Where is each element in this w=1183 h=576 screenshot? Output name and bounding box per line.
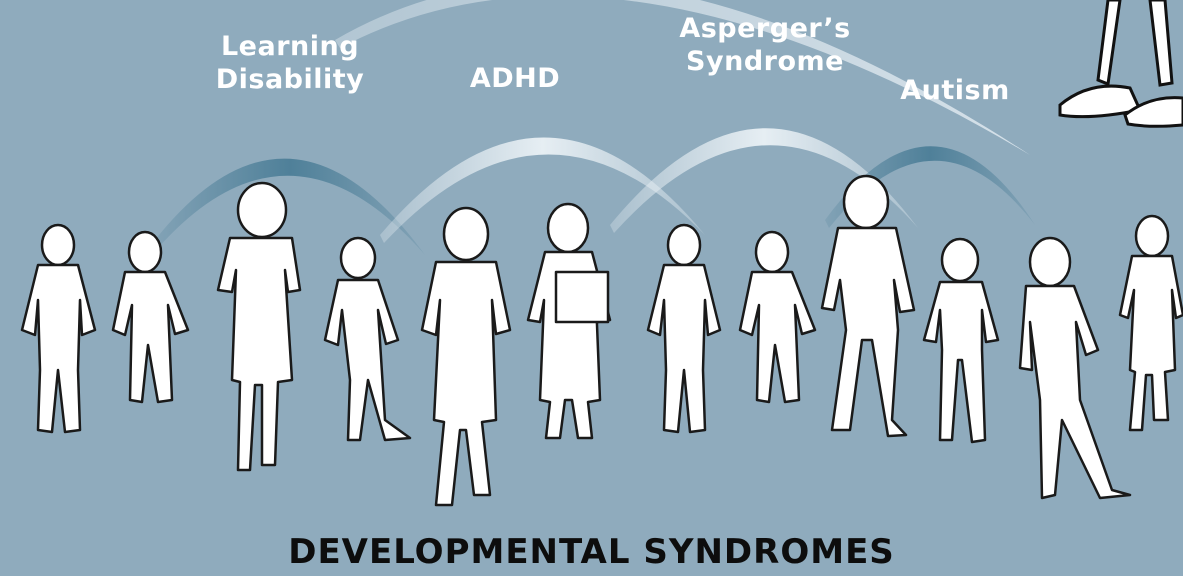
label-learning-disability: Learning Disability [215,31,365,95]
label-autism: Autism [900,75,1010,106]
figure-child-6 [526,202,612,440]
arc-autism [825,146,1035,228]
page-title: DEVELOPMENTAL SYNDROMES [288,532,895,572]
label-aspergers: Asperger’s Syndrome [679,13,851,77]
arc-learning-disability [155,158,425,255]
figure-child-5 [420,206,512,507]
figure-child-2 [111,230,190,404]
arc-aspergers [610,128,918,233]
label-adhd: ADHD [469,63,561,94]
shoes-top-right [1058,0,1183,128]
figure-child-10 [922,237,1000,444]
arc-top [335,0,1030,155]
figure-child-3 [216,181,302,472]
figure-child-4 [323,236,412,442]
figure-child-8 [738,230,817,404]
figure-child-7 [646,223,722,434]
figure-child-11 [1018,236,1132,500]
arc-adhd [380,137,705,243]
figure-child-12 [1118,214,1183,432]
figure-child-1 [20,223,97,434]
figure-child-9 [820,174,916,438]
